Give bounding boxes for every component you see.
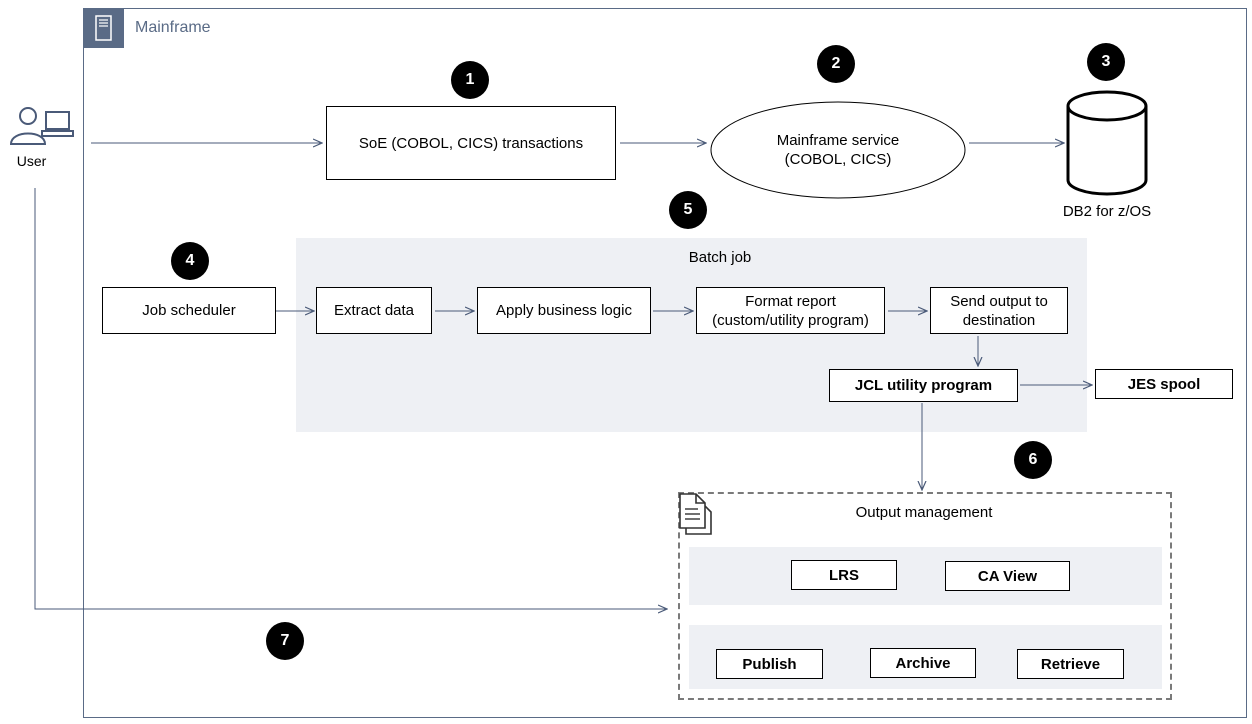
step-badge-4: 4 bbox=[171, 242, 209, 280]
format-report-box: Format report (custom/utility program) bbox=[696, 287, 885, 334]
send-output-line1: Send output to bbox=[950, 292, 1048, 310]
service-label-line1: Mainframe service bbox=[776, 132, 900, 149]
batch-job-title: Batch job bbox=[688, 249, 752, 266]
arrow-user-to-output bbox=[34, 188, 667, 609]
retrieve-box: Retrieve bbox=[1017, 649, 1124, 679]
format-report-line2: (custom/utility program) bbox=[712, 311, 869, 329]
format-report-line1: Format report bbox=[745, 292, 836, 310]
send-output-line2: destination bbox=[962, 311, 1036, 329]
user-icon bbox=[8, 104, 76, 148]
send-output-box: Send output to destination bbox=[930, 287, 1068, 334]
archive-box: Archive bbox=[870, 648, 976, 678]
mainframe-boundary bbox=[83, 8, 1247, 718]
step-badge-3: 3 bbox=[1087, 43, 1125, 81]
step-badge-1: 1 bbox=[451, 61, 489, 99]
document-icon bbox=[678, 492, 714, 538]
db-label: DB2 for z/OS bbox=[1062, 203, 1152, 220]
server-icon bbox=[83, 8, 124, 48]
job-scheduler-box: Job scheduler bbox=[102, 287, 276, 334]
step-badge-6: 6 bbox=[1014, 441, 1052, 479]
ca-view-box: CA View bbox=[945, 561, 1070, 591]
soe-transactions-box: SoE (COBOL, CICS) transactions bbox=[326, 106, 616, 180]
output-management-title: Output management bbox=[855, 504, 993, 521]
jes-spool-box: JES spool bbox=[1095, 369, 1233, 399]
user-label: User bbox=[16, 153, 47, 169]
extract-data-box: Extract data bbox=[316, 287, 432, 334]
mainframe-label: Mainframe bbox=[135, 19, 211, 36]
step-badge-7: 7 bbox=[266, 622, 304, 660]
output-management-container bbox=[678, 492, 1172, 700]
viewer-panel bbox=[689, 547, 1162, 605]
jcl-utility-box: JCL utility program bbox=[829, 369, 1018, 402]
database-icon bbox=[1066, 90, 1148, 196]
step-badge-5: 5 bbox=[669, 191, 707, 229]
service-label-line2: (COBOL, CICS) bbox=[784, 151, 892, 168]
publish-box: Publish bbox=[716, 649, 823, 679]
step-badge-2: 2 bbox=[817, 45, 855, 83]
lrs-box: LRS bbox=[791, 560, 897, 590]
mainframe-service-ellipse: Mainframe service (COBOL, CICS) bbox=[710, 101, 966, 199]
business-logic-box: Apply business logic bbox=[477, 287, 651, 334]
